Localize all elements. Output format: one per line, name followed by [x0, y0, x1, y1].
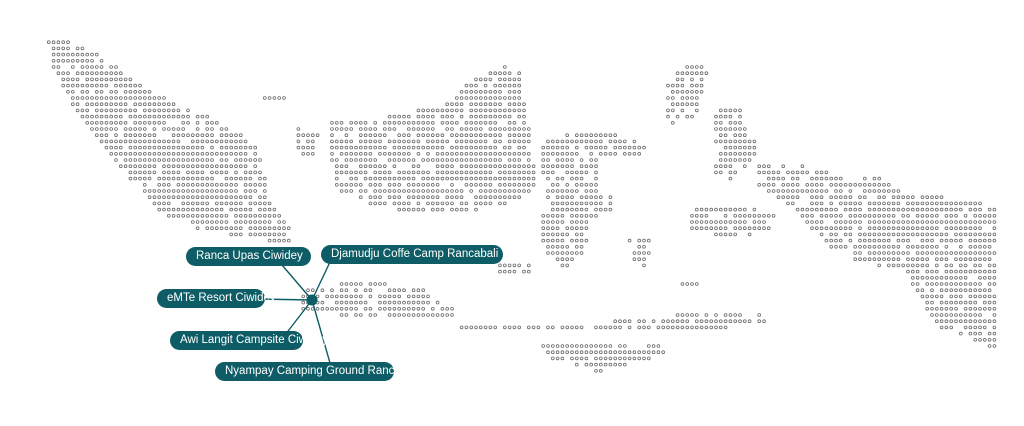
- leader-line-djamudju: [311, 261, 331, 301]
- location-label-djamudju[interactable]: Djamudju Coffe Camp Rancabali: [321, 245, 503, 264]
- location-label-emte[interactable]: eMTe Resort Ciwidey: [157, 289, 276, 308]
- location-pin[interactable]: [306, 294, 318, 306]
- location-label-awi-langit[interactable]: Awi Langit Campsite Ciwidey: [170, 331, 328, 350]
- leader-lines: [255, 261, 331, 364]
- location-label-ranca-upas[interactable]: Ranca Upas Ciwidey: [186, 247, 311, 266]
- leader-line-awi-langit: [284, 299, 313, 336]
- leader-line-emte: [255, 298, 313, 301]
- leader-line-nyampay: [311, 299, 331, 364]
- leader-line-ranca-upas: [281, 264, 313, 301]
- land-dots: [46, 40, 997, 373]
- location-label-nyampay[interactable]: Nyampay Camping Ground Rancabali: [215, 362, 419, 381]
